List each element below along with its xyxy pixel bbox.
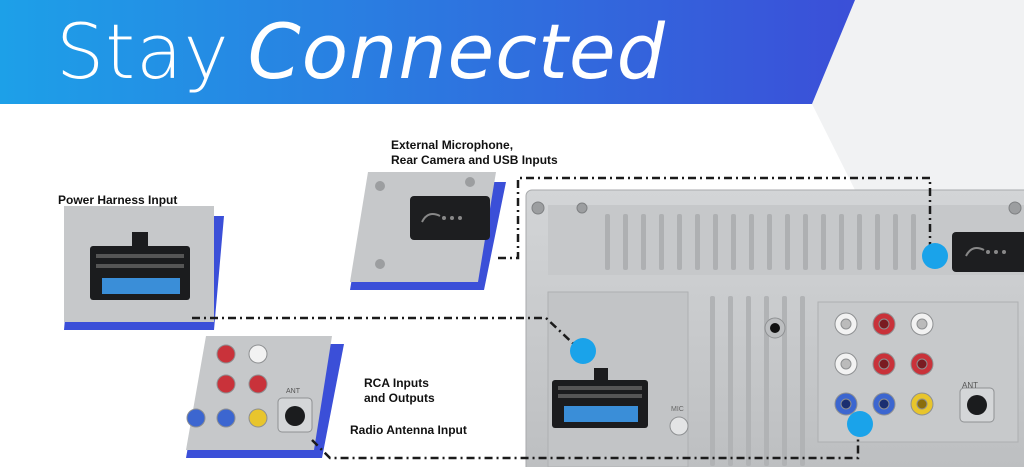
title-banner [0, 0, 855, 104]
rca-label-line2: and Outputs [364, 391, 435, 405]
antenna-label: Radio Antenna Input [350, 423, 467, 437]
inset-rca-antenna [186, 336, 344, 458]
usb-module-main [952, 232, 1024, 272]
inset-external-inputs [350, 172, 506, 290]
title-word-connected: Connected [247, 7, 666, 96]
ant-marking-inset: ANT [286, 388, 300, 395]
title-word-stay: Stay [56, 7, 230, 96]
harness-connector-main [552, 368, 648, 428]
rca-label-line1: RCA Inputs [364, 376, 429, 390]
rca-jack-grid-main [834, 312, 995, 423]
external-inputs-label-line1: External Microphone, [391, 138, 514, 152]
ant-marking-main: ANT [962, 381, 978, 390]
inset-power-harness [64, 206, 224, 330]
power-harness-label: Power Harness Input [58, 193, 178, 207]
external-inputs-label-line2: Rear Camera and USB Inputs [391, 153, 558, 167]
mic-marking: MIC [671, 406, 684, 413]
